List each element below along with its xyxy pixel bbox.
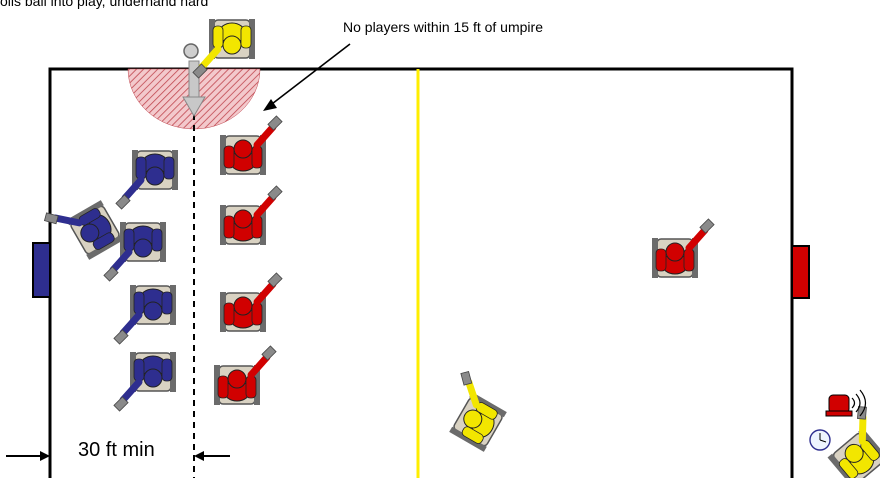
red-player [214, 346, 276, 405]
blue-player [116, 150, 178, 209]
referee [433, 369, 515, 452]
red-player [220, 186, 282, 245]
blue-player [114, 285, 176, 344]
roll-ball-annotation: olls ball into play, underhand hard [0, 0, 208, 9]
annotation-arrow [268, 44, 350, 107]
goal-blue [33, 243, 50, 297]
red-player [220, 273, 282, 332]
min-distance-label: 30 ft min [78, 439, 155, 462]
red-player [652, 219, 714, 278]
blue-player [114, 352, 176, 411]
goal-red [792, 246, 809, 298]
umpire-zone-annotation: No players within 15 ft of umpire [343, 19, 543, 35]
ball-icon [184, 44, 198, 58]
roll-arrow-shaft [189, 61, 199, 98]
distance-arrowhead-right [194, 451, 204, 461]
red-player [220, 116, 282, 175]
clock-icon [810, 430, 830, 450]
blue-player [42, 186, 124, 269]
